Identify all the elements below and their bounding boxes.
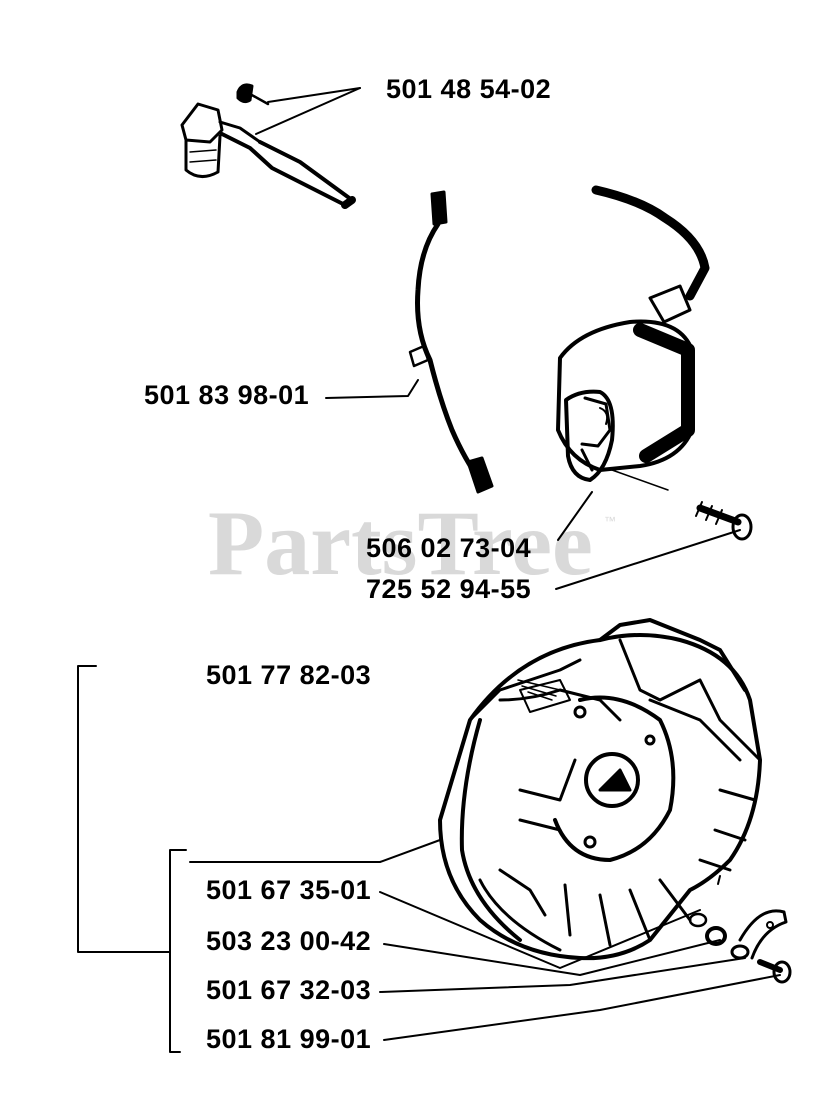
part-label-506-02-73-04[interactable]: 506 02 73-04 [366, 533, 532, 563]
part-label-501-81-99-01[interactable]: 501 81 99-01 [206, 1024, 372, 1054]
part-label-501-67-32-03[interactable]: 501 67 32-03 [206, 975, 372, 1005]
ignition-cable-drawing [408, 190, 494, 494]
ignition-module-drawing [556, 185, 710, 491]
part-label-503-23-00-42[interactable]: 503 23 00-42 [206, 926, 372, 956]
part-label-501-67-35-01[interactable]: 501 67 35-01 [206, 875, 372, 905]
screw-drawing [695, 501, 753, 541]
part-label-501-77-82-03[interactable]: 501 77 82-03 [206, 660, 372, 690]
watermark-trademark: ™ [604, 514, 616, 528]
spark-plug-boot-drawing [180, 83, 356, 209]
fastener-screw-drawing [757, 959, 792, 984]
part-label-501-83-98-01[interactable]: 501 83 98-01 [144, 380, 310, 410]
watermark: PartsTree [208, 492, 593, 594]
kit-bracket-outer [77, 665, 171, 953]
part-label-725-52-94-55[interactable]: 725 52 94-55 [366, 574, 532, 604]
part-label-501-48-54-02[interactable]: 501 48 54-02 [386, 74, 552, 104]
fastener-pawl-drawing [738, 909, 788, 960]
leader-lines [189, 87, 781, 1041]
flywheel-drawing [438, 618, 762, 961]
kit-bracket-inner [169, 849, 187, 1053]
